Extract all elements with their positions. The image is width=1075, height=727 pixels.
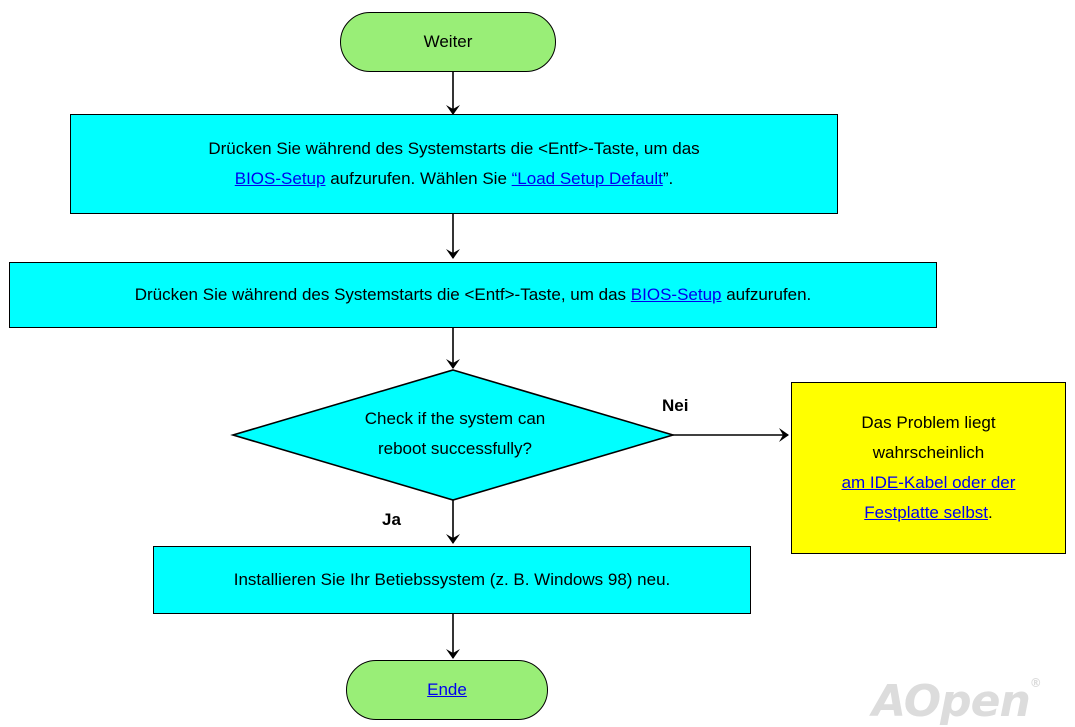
- end-terminal: Ende: [346, 660, 548, 720]
- decision-line1: Check if the system can: [364, 409, 546, 428]
- bios-setup-link-2[interactable]: BIOS-Setup: [630, 285, 722, 304]
- end-link[interactable]: Ende: [427, 680, 467, 699]
- note-line2: wahrscheinlich: [872, 443, 985, 462]
- yes-branch-label: Ja: [382, 510, 401, 529]
- note-line1: Das Problem liegt: [861, 413, 996, 432]
- decision-text: Check if the system can reboot successfu…: [280, 404, 630, 464]
- aopen-logo-text: AOpen: [872, 676, 1031, 727]
- ide-cable-link[interactable]: am IDE-Kabel oder der: [841, 473, 1016, 492]
- note-end-text: .: [988, 503, 993, 522]
- bios-setup-link[interactable]: BIOS-Setup: [234, 169, 326, 188]
- step1-end-text: ”.: [662, 169, 674, 188]
- step1-mid-text: aufzurufen. Wählen Sie: [325, 169, 512, 188]
- decision-line2: reboot successfully?: [377, 439, 533, 458]
- step1-text-line1: Drücken Sie während des Systemstarts die…: [208, 139, 700, 158]
- aopen-logo: AOpen®: [872, 676, 1042, 727]
- step-enter-bios: Drücken Sie während des Systemstarts die…: [9, 262, 937, 328]
- step-enter-bios-load-defaults: Drücken Sie während des Systemstarts die…: [70, 114, 838, 214]
- no-branch-label: Nei: [662, 396, 689, 415]
- step2-text: Drücken Sie während des Systemstarts die…: [134, 285, 631, 304]
- problem-note: Das Problem liegt wahrscheinlich am IDE-…: [791, 382, 1066, 554]
- start-label: Weiter: [423, 32, 473, 51]
- start-terminal: Weiter: [340, 12, 556, 72]
- load-setup-default-link[interactable]: “Load Setup Default: [511, 169, 663, 188]
- step3-text: Installieren Sie Ihr Betiebssystem (z. B…: [233, 570, 671, 589]
- step2-end-text: aufzurufen.: [721, 285, 812, 304]
- hard-disk-link[interactable]: Festplatte selbst: [864, 503, 989, 522]
- step-reinstall-os: Installieren Sie Ihr Betiebssystem (z. B…: [153, 546, 751, 614]
- registered-mark: ®: [1029, 676, 1042, 690]
